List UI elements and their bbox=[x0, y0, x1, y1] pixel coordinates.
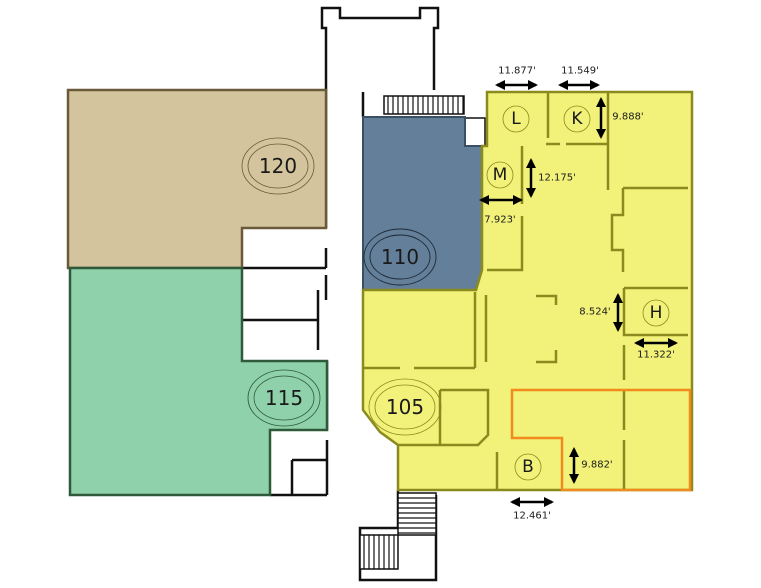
svg-text:H: H bbox=[650, 303, 663, 323]
suite-105-interior-walls bbox=[363, 92, 688, 490]
dimension-label: 12.175' bbox=[538, 173, 576, 184]
unit-label-k: K bbox=[563, 105, 591, 133]
dimension-label: 7.923' bbox=[484, 215, 515, 226]
suite-number: 120 bbox=[259, 154, 297, 178]
suite-number: 115 bbox=[265, 386, 303, 410]
dimension-label: 11.549' bbox=[561, 66, 599, 77]
svg-text:K: K bbox=[571, 109, 583, 129]
unit-label-h: H bbox=[642, 299, 670, 327]
suite-label-115: 115 bbox=[247, 369, 321, 427]
unit-label-b: B bbox=[514, 453, 542, 481]
suite-label-105: 105 bbox=[368, 378, 442, 436]
unit-label-l: L bbox=[502, 105, 530, 133]
dimension-label: 11.322' bbox=[637, 350, 675, 361]
stairs-bottom bbox=[359, 492, 437, 570]
unit-label-m: M bbox=[486, 161, 514, 189]
svg-text:M: M bbox=[493, 165, 508, 185]
suite-115-area[interactable] bbox=[68, 266, 329, 497]
dimension-label: 12.461' bbox=[513, 511, 551, 522]
suite-120-area[interactable] bbox=[66, 88, 328, 270]
svg-text:B: B bbox=[522, 457, 534, 477]
stairs-top bbox=[383, 95, 486, 147]
suite-label-120: 120 bbox=[241, 137, 315, 195]
suite-number: 110 bbox=[381, 245, 419, 269]
suite-number: 105 bbox=[386, 395, 424, 419]
dimension-label: 11.877' bbox=[498, 66, 536, 77]
svg-text:L: L bbox=[511, 109, 521, 129]
dimension-arrows bbox=[479, 80, 678, 507]
dimension-label: 9.882' bbox=[581, 460, 612, 471]
highlight-outline bbox=[510, 388, 692, 492]
dimension-label: 9.888' bbox=[612, 112, 643, 123]
suite-label-110: 110 bbox=[363, 228, 437, 286]
dimension-label: 8.524' bbox=[579, 307, 610, 318]
